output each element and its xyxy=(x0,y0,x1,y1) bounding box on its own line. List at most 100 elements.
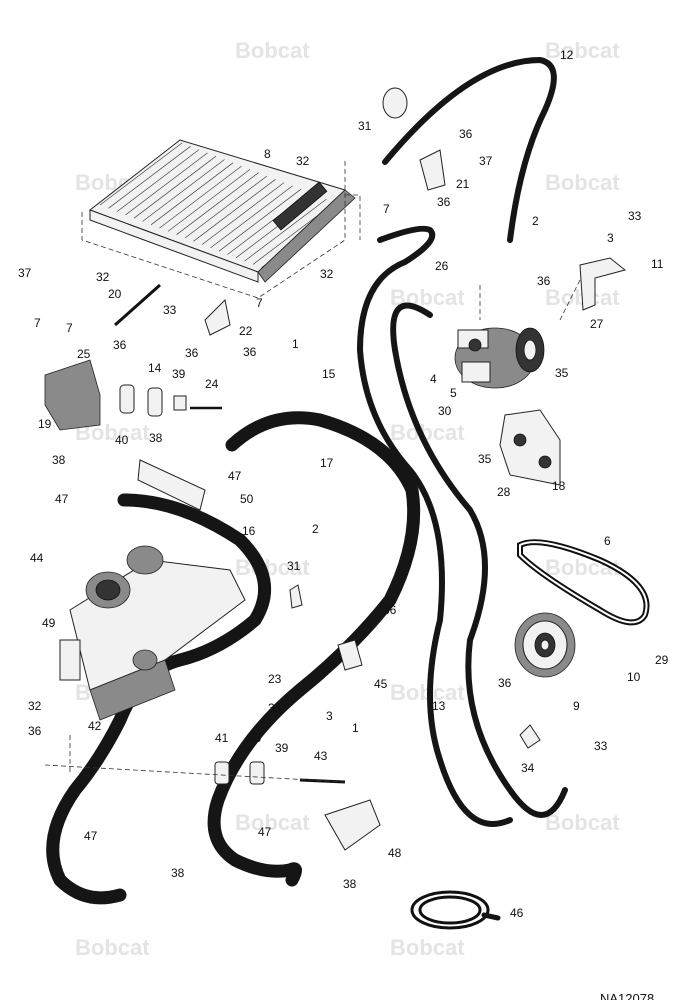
callout-38: 38 xyxy=(149,431,163,445)
bobcat-watermark: Bobcat xyxy=(235,38,310,63)
bobcat-watermark: Bobcat xyxy=(545,810,620,835)
callout-32: 32 xyxy=(296,154,310,168)
callout-32: 32 xyxy=(320,267,334,281)
bobcat-watermark: Bobcat xyxy=(390,420,465,445)
callout-40: 40 xyxy=(248,731,262,745)
callout-38: 38 xyxy=(52,453,66,467)
callout-33: 33 xyxy=(594,739,608,753)
callout-50: 50 xyxy=(240,492,254,506)
bobcat-watermark: Bobcat xyxy=(235,555,310,580)
callout-39: 39 xyxy=(172,367,186,381)
callout-34: 34 xyxy=(521,761,535,775)
callout-15: 15 xyxy=(322,367,336,381)
callout-17: 17 xyxy=(320,456,334,470)
callout-8: 8 xyxy=(264,147,271,161)
callout-6: 6 xyxy=(604,534,611,548)
callout-5: 5 xyxy=(450,386,457,400)
callout-31: 31 xyxy=(287,559,301,573)
callout-33: 33 xyxy=(628,209,642,223)
ac-compressor xyxy=(454,327,545,389)
callout-3: 3 xyxy=(326,709,333,723)
callout-28: 28 xyxy=(497,485,511,499)
callout-7: 7 xyxy=(34,316,41,330)
callout-41: 41 xyxy=(215,731,229,745)
callout-13: 13 xyxy=(432,699,446,713)
callout-9: 9 xyxy=(573,699,580,713)
callout-36: 36 xyxy=(243,345,257,359)
callout-47: 47 xyxy=(84,829,98,843)
bobcat-watermark: Bobcat xyxy=(235,810,310,835)
bobcat-watermark: Bobcat xyxy=(545,170,620,195)
bracket-11 xyxy=(579,257,627,311)
hose-15 xyxy=(357,259,513,827)
callout-16: 16 xyxy=(242,524,256,538)
callout-2: 2 xyxy=(312,522,319,536)
callout-33: 33 xyxy=(163,303,177,317)
callout-29: 29 xyxy=(655,653,669,667)
callout-32: 32 xyxy=(28,699,42,713)
callout-45: 45 xyxy=(374,677,388,691)
callout-19: 19 xyxy=(38,417,52,431)
callout-7: 7 xyxy=(256,296,263,310)
hose-12 xyxy=(382,57,557,243)
callout-46: 46 xyxy=(510,906,524,920)
callout-2: 2 xyxy=(532,214,539,228)
callout-36: 36 xyxy=(113,338,127,352)
callout-4: 4 xyxy=(430,372,437,386)
callout-33: 33 xyxy=(268,701,282,715)
callout-36: 36 xyxy=(28,724,42,738)
callout-40: 40 xyxy=(115,433,129,447)
callout-47: 47 xyxy=(228,469,242,483)
callout-47: 47 xyxy=(258,825,272,839)
callout-30: 30 xyxy=(438,404,452,418)
callout-39: 39 xyxy=(275,741,289,755)
hose-coil-46 xyxy=(410,890,501,930)
callout-36: 36 xyxy=(459,127,473,141)
callout-36: 36 xyxy=(498,676,512,690)
callout-23: 23 xyxy=(268,672,282,686)
bracket-18 xyxy=(499,409,561,486)
bobcat-watermark: Bobcat xyxy=(545,555,620,580)
callout-38: 38 xyxy=(343,877,357,891)
callout-24: 24 xyxy=(205,377,219,391)
callout-7: 7 xyxy=(383,202,390,216)
callout-35: 35 xyxy=(478,452,492,466)
condenser-core xyxy=(88,139,356,283)
callout-37: 37 xyxy=(18,266,32,280)
callout-37: 37 xyxy=(479,154,493,168)
hose-13 xyxy=(390,302,568,818)
callout-32: 32 xyxy=(96,270,110,284)
callout-49: 49 xyxy=(42,616,56,630)
callout-36: 36 xyxy=(437,195,451,209)
pulley xyxy=(514,612,576,678)
callout-18: 18 xyxy=(552,479,566,493)
callout-7: 7 xyxy=(66,321,73,335)
callout-36: 36 xyxy=(383,603,397,617)
hose-17 xyxy=(207,411,421,887)
callout-35: 35 xyxy=(555,366,569,380)
callout-44: 44 xyxy=(30,551,44,565)
engine xyxy=(59,545,246,721)
callout-3: 3 xyxy=(607,231,614,245)
bobcat-watermark: Bobcat xyxy=(390,935,465,960)
callout-26: 26 xyxy=(435,259,449,273)
callout-1: 1 xyxy=(352,721,359,735)
callout-36: 36 xyxy=(537,274,551,288)
callout-48: 48 xyxy=(388,846,402,860)
callout-14: 14 xyxy=(148,361,162,375)
callout-47: 47 xyxy=(55,492,69,506)
callout-42: 42 xyxy=(88,719,102,733)
callout-21: 21 xyxy=(456,177,470,191)
callout-22: 22 xyxy=(239,324,253,338)
cover-plate-19 xyxy=(44,359,101,431)
callout-43: 43 xyxy=(314,749,328,763)
callout-31: 31 xyxy=(358,119,372,133)
drawing-code: NA12078 xyxy=(600,991,654,1000)
bobcat-watermark: Bobcat xyxy=(545,38,620,63)
callout-11: 11 xyxy=(651,257,664,271)
bobcat-watermark: Bobcat xyxy=(75,935,150,960)
callout-27: 27 xyxy=(590,317,604,331)
callout-1: 1 xyxy=(292,337,299,351)
